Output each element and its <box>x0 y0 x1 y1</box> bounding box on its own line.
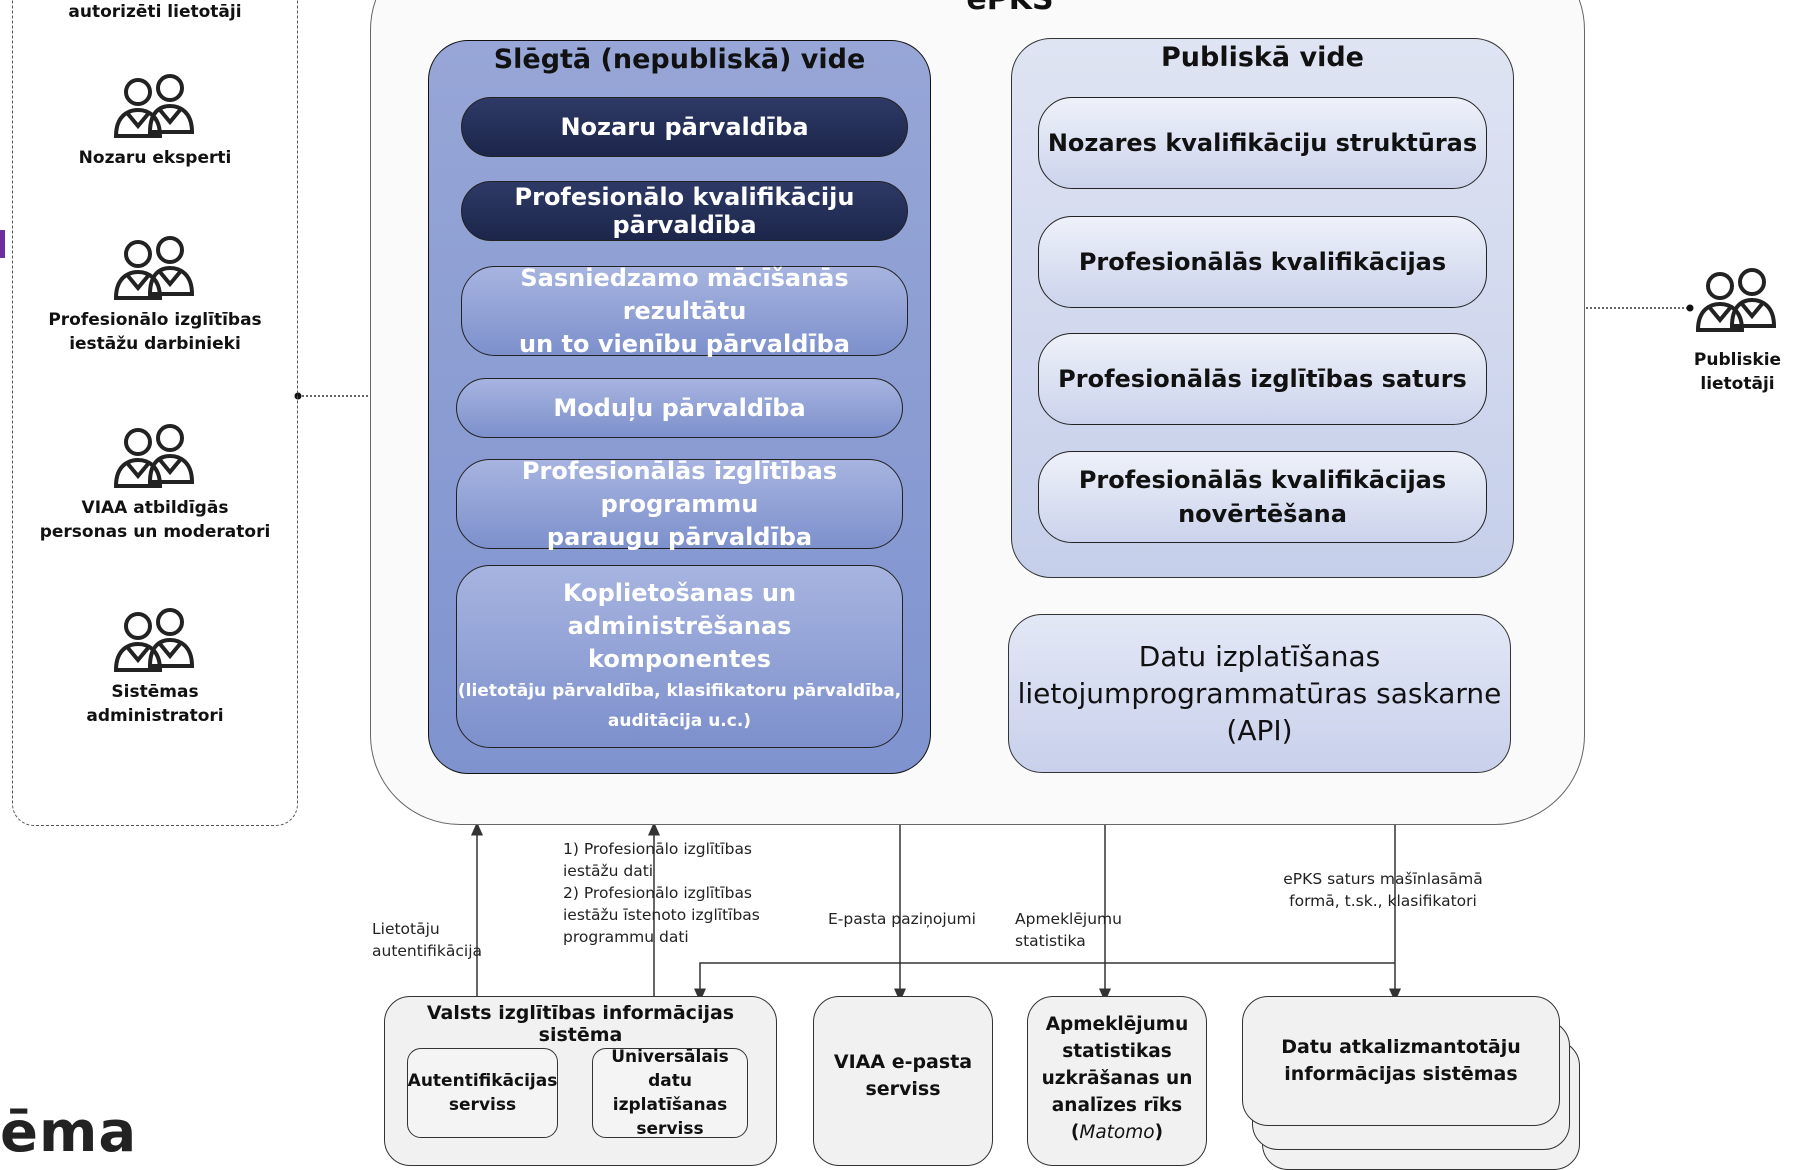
user-group-label: VIAA atbildīgās personas un moderatori <box>39 498 271 542</box>
matomo-analytics-tool[interactable]: Apmeklējumu statistikas uzkrāšanas un an… <box>1027 996 1207 1166</box>
user-group-icon <box>110 74 200 148</box>
authorized-users-group <box>12 0 298 826</box>
vocational-education-content[interactable]: Profesionālās izglītības saturs <box>1038 333 1487 425</box>
accent-bar <box>0 230 5 258</box>
modules-management[interactable]: Moduļu pārvaldība <box>456 378 903 438</box>
auth-service[interactable]: Autentifikācijas serviss <box>407 1048 558 1138</box>
sector-management[interactable]: Nozaru pārvaldība <box>461 97 908 157</box>
authorized-users-title: autorizēti lietotāji <box>68 2 242 22</box>
public-users-icon <box>1692 268 1782 342</box>
stats-flow-label: Apmeklējumu statistika <box>1015 910 1122 950</box>
shared-admin-components[interactable]: Koplietošanas un administrēšanas kompone… <box>456 565 903 748</box>
qualification-assessment[interactable]: Profesionālās kvalifikācijas novērtēšana <box>1038 451 1487 543</box>
data-distribution-api[interactable]: Datu izplatīšanas lietojumprogrammatūras… <box>1008 614 1511 773</box>
epks-title: ePKS <box>880 0 1140 17</box>
learning-outcomes-management[interactable]: Sasniedzamo mācīšanās rezultātu un to vi… <box>461 264 908 358</box>
user-group-label: Profesionālo izglītības iestāžu darbinie… <box>48 310 262 354</box>
data-flow-label: 1) Profesionālo izglītības iestāžu dati … <box>563 840 760 946</box>
qualification-management[interactable]: Profesionālo kvalifikāciju pārvaldība <box>461 181 908 241</box>
public-users-label: Publiskie lietotāji <box>1693 350 1782 394</box>
vis-bus-line <box>694 962 1395 1002</box>
shared-admin-note: (lietotāju pārvaldība, klasifikatoru pār… <box>457 681 902 731</box>
public-environment-title: Publiskā vide <box>1161 42 1364 73</box>
professional-qualifications[interactable]: Profesionālās kvalifikācijas <box>1038 216 1487 308</box>
data-reusers-systems[interactable]: Datu atkalizmantotāju informācijas sistē… <box>1242 996 1560 1126</box>
vis-system-title: Valsts izglītības informācijas sistēma <box>426 1002 735 1046</box>
program-samples-management[interactable]: Profesionālās izglītības programmu parau… <box>456 457 903 551</box>
sector-qualification-structures[interactable]: Nozares kvalifikāciju struktūras <box>1038 97 1487 189</box>
viaa-email-service[interactable]: VIAA e-pasta serviss <box>813 996 993 1166</box>
user-group-icon <box>110 236 200 310</box>
email-flow-label: E-pasta paziņojumi <box>828 910 976 928</box>
reuse-flow-label: ePKS saturs mašīnlasāmā formā, t.sk., kl… <box>1283 870 1483 910</box>
user-group-label: Sistēmas administratori <box>86 682 224 726</box>
universal-data-service[interactable]: Universālais datu izplatīšanas serviss <box>592 1047 748 1139</box>
user-group-icon <box>110 608 200 682</box>
auth-flow-label: Lietotāju autentifikācija <box>372 920 483 960</box>
logo-fragment: ēma <box>0 1100 138 1165</box>
user-group-icon <box>110 424 200 498</box>
user-group-label: Nozaru eksperti <box>78 148 232 168</box>
closed-environment-title: Slēgtā (nepubliskā) vide <box>493 44 866 75</box>
